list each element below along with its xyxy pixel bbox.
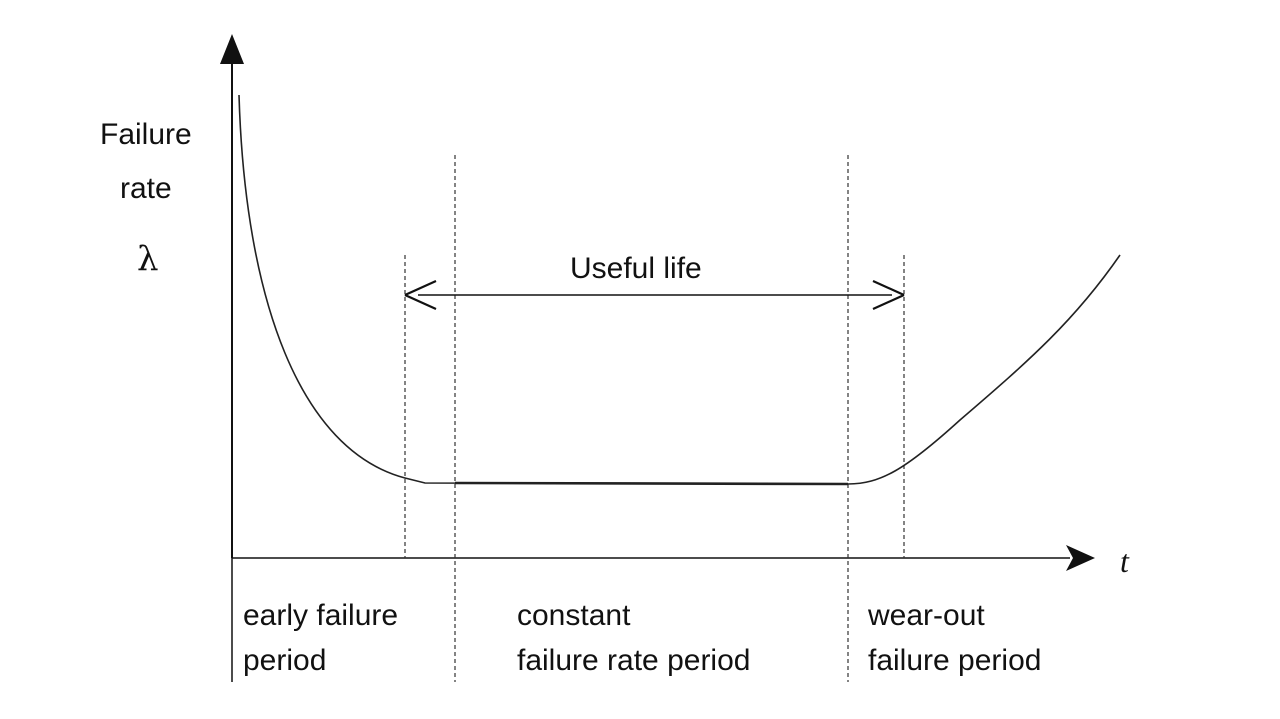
bathtub-curve (238, 94, 1121, 485)
y-axis-label-line1: Failure (100, 118, 192, 151)
early-period-label-line1: early failure (243, 599, 398, 632)
useful-life-arrowhead-right (872, 279, 905, 311)
wearout-period-label-line1: wear-out (867, 599, 985, 632)
lambda-symbol: λ (137, 239, 159, 279)
constant-period-label-line2: failure rate period (517, 644, 750, 677)
x-axis-arrowhead (1066, 545, 1095, 571)
y-axis-label-line2: rate (120, 172, 172, 205)
constant-rate-segment (454, 481, 849, 486)
y-axis-arrowhead (220, 34, 244, 64)
early-period-label-line2: period (243, 644, 326, 677)
wearout-period-label-line2: failure period (868, 644, 1041, 677)
useful-life-arrowhead-left (404, 279, 437, 311)
constant-period-label-line1: constant (517, 599, 631, 632)
x-axis-label: t (1120, 543, 1130, 579)
useful-life-label: Useful life (570, 252, 702, 285)
